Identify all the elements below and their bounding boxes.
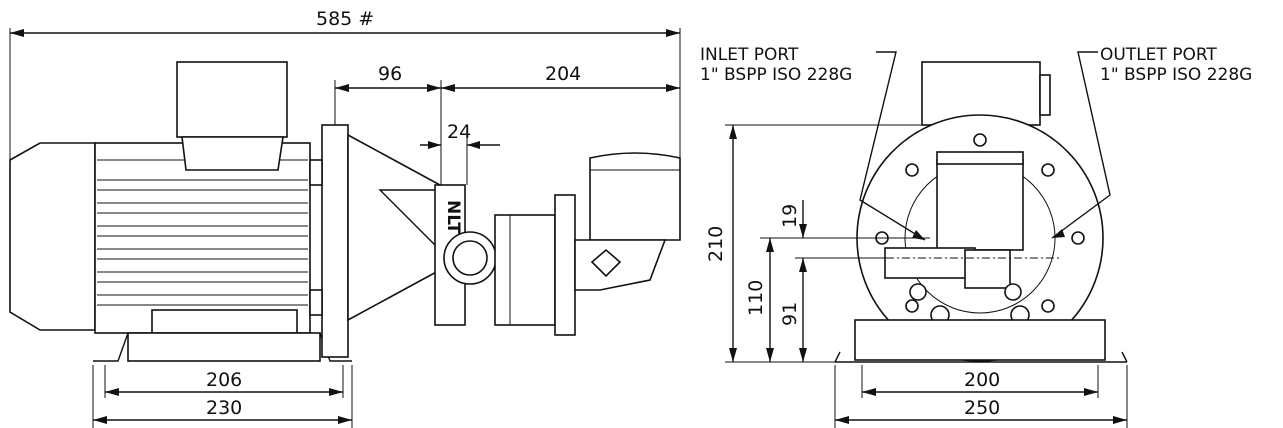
end-dimensions: 210 110 91 19 200 250 bbox=[705, 124, 1128, 428]
motor-fan-cover bbox=[9, 142, 96, 331]
end-outlet-body bbox=[964, 249, 1011, 289]
end-filter-body bbox=[936, 159, 1024, 251]
dim-96: 96 bbox=[378, 63, 402, 85]
port-callouts: INLET PORT 1" BSPP ISO 228G OUTLET PORT … bbox=[700, 45, 1252, 241]
dim-height-inlet: 91 bbox=[779, 302, 801, 326]
side-dimensions: 585 # 96 204 24 206 230 bbox=[9, 8, 681, 428]
filter-body bbox=[574, 239, 667, 291]
pump-rear-flange bbox=[554, 194, 576, 336]
end-view bbox=[834, 61, 1128, 363]
motor-foot-plate bbox=[151, 309, 298, 334]
outlet-nut bbox=[590, 248, 622, 278]
end-base bbox=[854, 319, 1106, 361]
side-view: NLT bbox=[9, 61, 681, 362]
dim-base-inner: 206 bbox=[206, 369, 242, 391]
motor-flange bbox=[321, 124, 349, 358]
motor-body bbox=[94, 142, 311, 334]
dim-height-shaft: 110 bbox=[745, 280, 767, 316]
dim-foot-outer: 250 bbox=[964, 397, 1000, 419]
end-filter-cap bbox=[936, 151, 1024, 165]
inlet-port-spec: 1" BSPP ISO 228G bbox=[700, 65, 852, 85]
dim-foot-inner: 200 bbox=[964, 369, 1000, 391]
brand-logo: NLT bbox=[443, 200, 463, 234]
inlet-port-label: INLET PORT bbox=[700, 45, 799, 65]
flange-bolt-bottom bbox=[309, 289, 323, 316]
dim-port-offset: 19 bbox=[779, 204, 801, 228]
end-terminal-box bbox=[921, 61, 1041, 126]
dim-base-outer: 230 bbox=[206, 397, 242, 419]
dim-24: 24 bbox=[447, 121, 471, 143]
end-terminal-cap bbox=[1039, 74, 1051, 116]
motor-base bbox=[127, 332, 321, 362]
outlet-port-spec: 1" BSPP ISO 228G bbox=[1100, 65, 1252, 85]
flange-bolt-top bbox=[309, 159, 323, 186]
adapter-bracket bbox=[347, 133, 441, 322]
outlet-port-label: OUTLET PORT bbox=[1100, 45, 1217, 65]
dim-204: 204 bbox=[545, 63, 581, 85]
pump-body bbox=[494, 214, 556, 326]
base-foot-left bbox=[93, 332, 129, 362]
dim-overall-length: 585 # bbox=[316, 8, 374, 30]
end-inlet-pipe bbox=[884, 247, 976, 279]
inlet-port-inner bbox=[452, 240, 488, 276]
motor-terminal-box bbox=[176, 61, 288, 138]
filter-cap bbox=[589, 152, 681, 241]
motor-cooling-fins bbox=[97, 159, 308, 306]
inlet-leader bbox=[859, 51, 926, 241]
outlet-leader bbox=[1051, 51, 1111, 239]
dim-height-total: 210 bbox=[705, 226, 727, 262]
terminal-box-neck bbox=[181, 136, 284, 171]
